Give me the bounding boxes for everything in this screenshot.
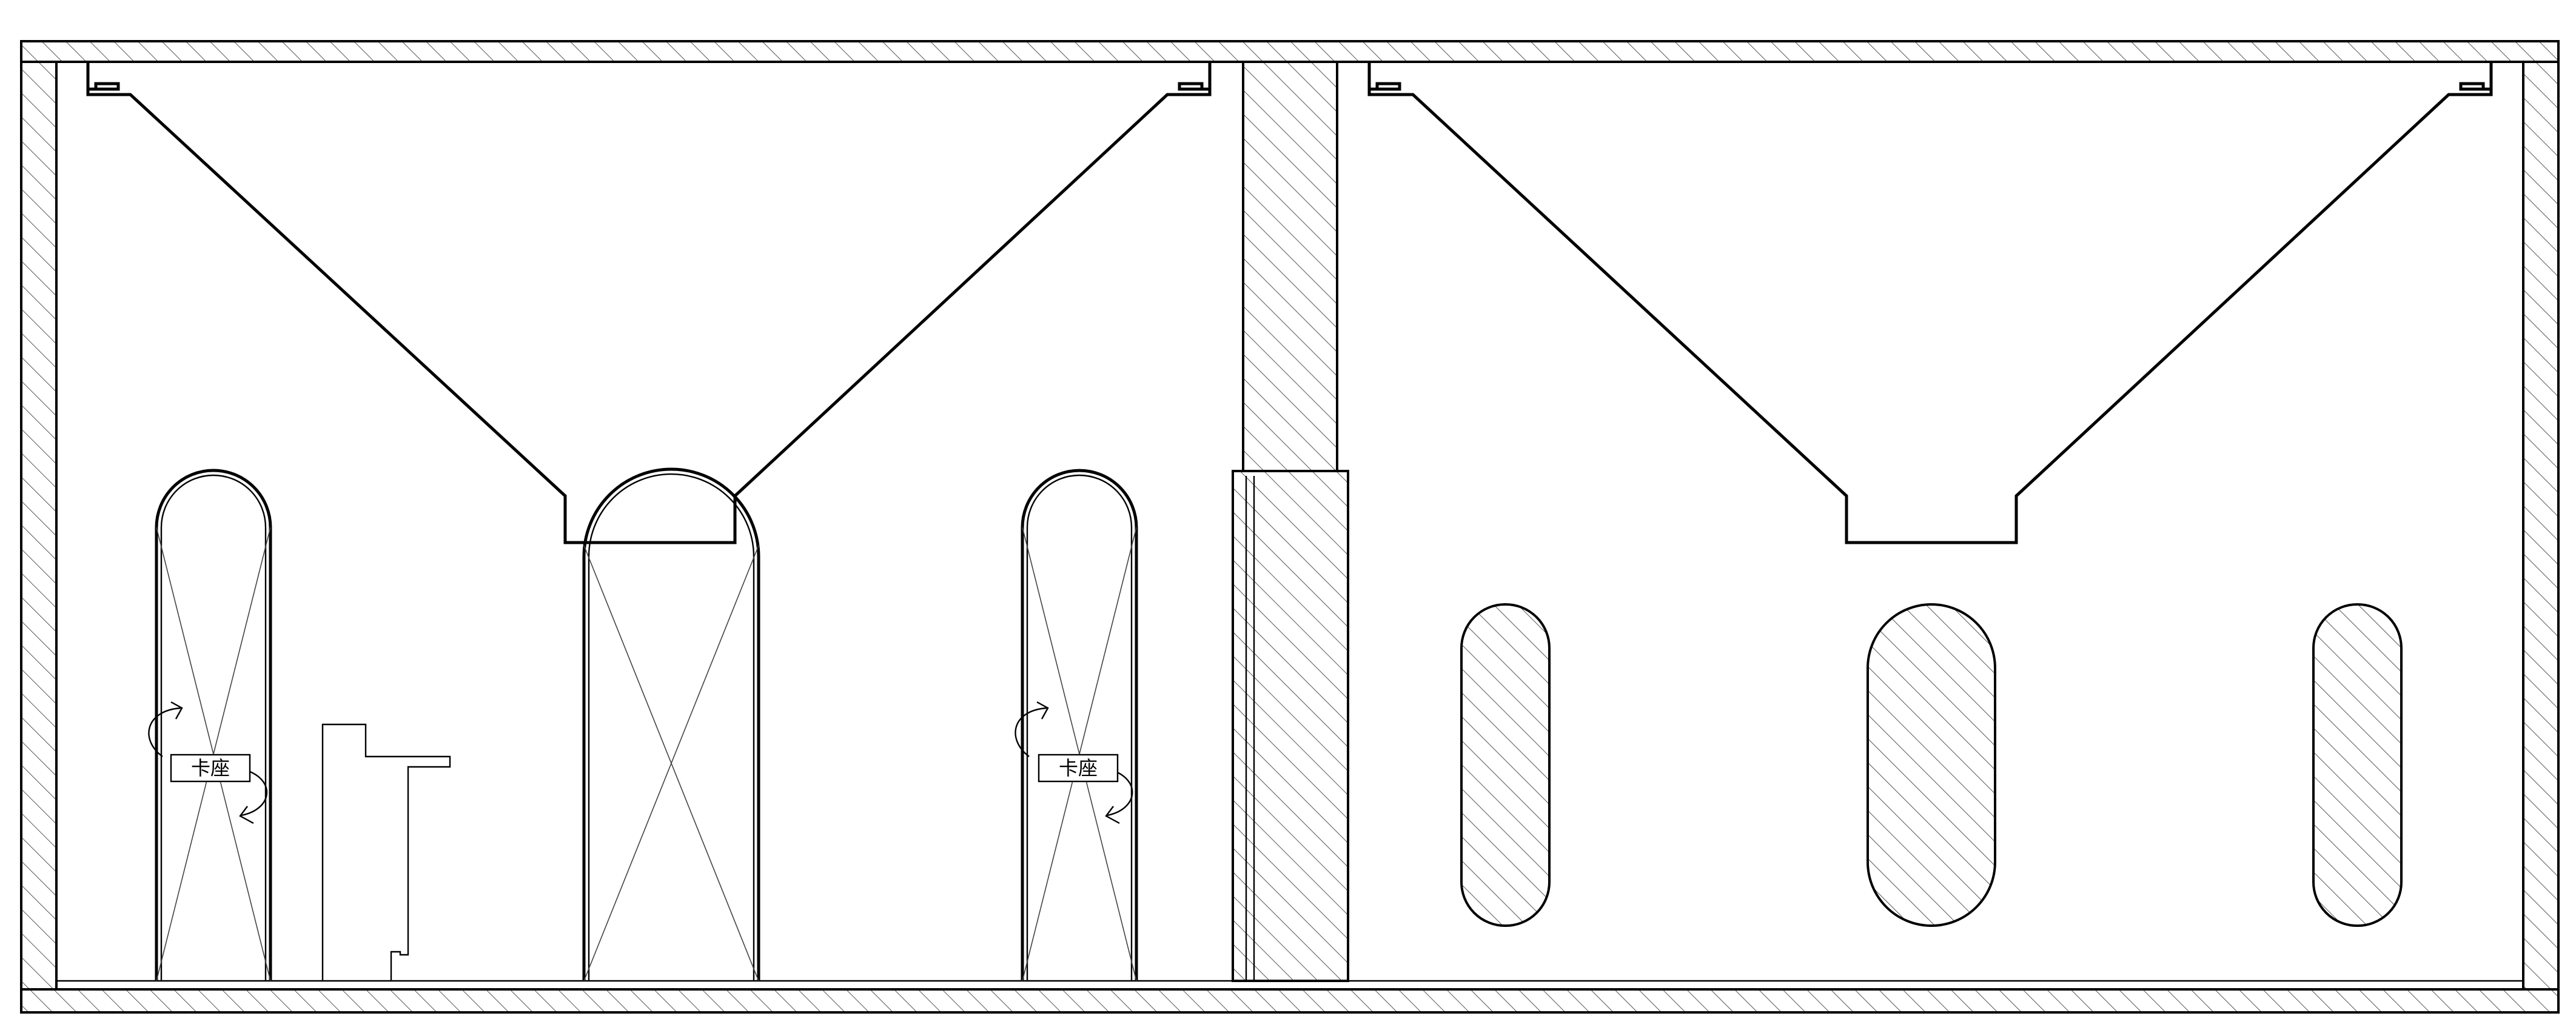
oval-window-right — [2312, 603, 2403, 927]
door-tag-label: 卡座 — [1059, 757, 1098, 780]
oval-window-left — [1460, 603, 1551, 927]
counter-profile — [321, 723, 451, 981]
arched-door-left: 卡座 — [148, 469, 272, 981]
arched-door-right: 卡座 — [1015, 469, 1138, 981]
oval-window-center — [1867, 603, 1996, 927]
right-wall — [2522, 61, 2560, 991]
column-lower — [1232, 470, 1349, 982]
left-ceiling-profile — [86, 62, 1212, 544]
building-frame — [20, 40, 2560, 1014]
swing-arrow-icon — [148, 701, 183, 757]
column-upper — [1242, 61, 1338, 472]
swing-arrow-icon — [1015, 701, 1049, 757]
ceiling-slab — [20, 40, 2560, 63]
door-tag-box — [170, 754, 251, 783]
door-tag-label: 卡座 — [191, 757, 230, 780]
floor-slab — [20, 988, 2560, 1014]
swing-arrow-icon — [1105, 770, 1133, 824]
swing-arrow-icon — [239, 770, 268, 824]
arched-opening-center — [582, 467, 760, 981]
door-tag-box — [1038, 754, 1119, 783]
right-ceiling-profile — [1367, 62, 2493, 544]
left-wall — [20, 61, 58, 991]
partition-column — [1232, 61, 1349, 982]
